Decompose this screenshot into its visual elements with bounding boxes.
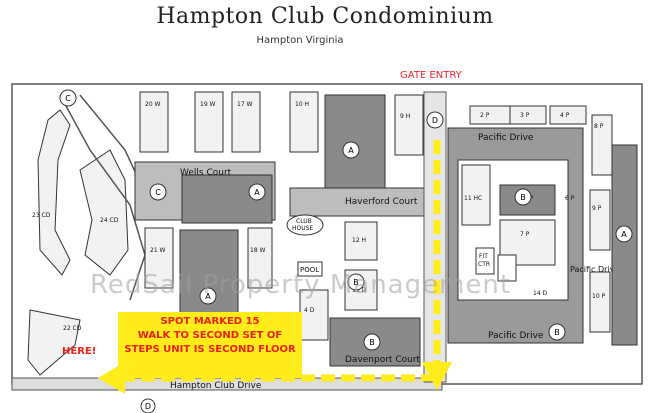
- marker-b-davenport-label: B: [369, 338, 375, 347]
- note-line-3: STEPS UNIT IS SECOND FLOOR: [124, 344, 296, 355]
- marker-a-right-label: A: [621, 230, 627, 239]
- section-markers: C C A A A A B B B B D D: [59, 89, 633, 413]
- wells-court-label: Wells Court: [180, 168, 232, 178]
- label-12h: 12 H: [352, 237, 366, 244]
- marker-b-bottom: [548, 323, 566, 341]
- map-subtitle: Hampton Virginia: [256, 35, 344, 46]
- label-9p: 9 P: [592, 205, 602, 212]
- building-3p: [509, 105, 547, 125]
- label-19w: 19 W: [200, 101, 216, 108]
- label-2p: 2 P: [480, 112, 490, 119]
- building-10p: [589, 271, 611, 333]
- label-21w: 21 W: [150, 247, 166, 254]
- building-9p: [589, 189, 611, 251]
- marker-d-gate: [426, 111, 444, 129]
- marker-b-mid: [347, 273, 365, 291]
- pacific-drive-right-label: Pacific Drive: [570, 265, 619, 274]
- label-17w: 17 W: [237, 101, 253, 108]
- label-23cd: 23 CD: [32, 212, 51, 219]
- marker-c-top: [59, 89, 77, 107]
- building-9h: [394, 94, 424, 156]
- label-3p: 3 P: [520, 112, 530, 119]
- marker-a-wells-label: A: [254, 188, 260, 197]
- davenport-court-label: Davenport Court: [345, 355, 421, 365]
- site-map: Hampton Club Drive Wells Court Haverford…: [11, 83, 643, 413]
- marker-b-pacific-label: B: [520, 193, 526, 202]
- label-9h: 9 H: [400, 113, 410, 120]
- watermark-text: RedSail Property Management: [90, 270, 512, 300]
- pool: [297, 261, 323, 277]
- building-18w: [247, 227, 273, 289]
- club-house: [286, 214, 324, 236]
- label-4p: 4 P: [560, 112, 570, 119]
- marker-b-mid-label: B: [353, 278, 359, 287]
- directions-note: SPOT MARKED 15 WALK TO SECOND SET OF STE…: [118, 312, 302, 378]
- marker-b-bottom-label: B: [554, 328, 560, 337]
- building-4d: [299, 289, 329, 341]
- note-line-1: SPOT MARKED 15: [160, 316, 260, 327]
- pacific-drive-bottom-label: Pacific Drive: [488, 331, 544, 341]
- label-6p: 6 P: [565, 195, 575, 202]
- pacific-drive-top-label: Pacific Drive: [478, 133, 534, 143]
- building-20w: [139, 91, 169, 153]
- label-22cd: 22 CD: [63, 325, 82, 332]
- direction-arrow-head-down: [422, 362, 452, 390]
- marker-a-wells: [248, 183, 266, 201]
- marker-d-bottom-label: D: [145, 402, 151, 411]
- marker-d-bottom: [140, 398, 156, 413]
- here-label: HERE!: [62, 346, 97, 357]
- fit-ctr-label-1: FIT: [479, 253, 488, 260]
- marker-d-gate-label: D: [432, 116, 438, 125]
- label-20w: 20 W: [145, 101, 161, 108]
- note-line-2: WALK TO SECOND SET OF: [137, 330, 283, 341]
- label-18w: 18 W: [250, 247, 266, 254]
- marker-c-top-label: C: [65, 94, 71, 103]
- building-labels: 20 W 19 W 17 W 10 H 9 H 2 P 3 P 4 P 8 P …: [32, 101, 606, 332]
- label-24cd: 24 CD: [100, 217, 119, 224]
- marker-a-mid: [342, 141, 360, 159]
- marker-c-wells-label: C: [155, 188, 161, 197]
- label-4d: 4 D: [304, 307, 315, 314]
- hampton-club-drive-label: Hampton Club Drive: [170, 381, 262, 391]
- building-4p: [549, 105, 587, 125]
- fit-ctr-label-2: CTR: [478, 261, 490, 268]
- club-house-label-1: CLUB: [296, 218, 312, 225]
- road-left: [59, 94, 146, 301]
- building-24cd: [79, 149, 129, 276]
- label-10h: 10 H: [295, 101, 309, 108]
- label-10p: 10 P: [592, 293, 606, 300]
- building-17w: [231, 91, 261, 153]
- building-fit: [475, 247, 495, 275]
- marker-a-mid-label: A: [348, 146, 354, 155]
- marker-a-lower-label: A: [205, 292, 211, 301]
- map-title: Hampton Club Condominium: [156, 4, 494, 29]
- building-12h: [344, 221, 378, 261]
- marker-a-lower: [199, 287, 217, 305]
- label-13d: 13 D: [352, 287, 367, 294]
- building-2p: [469, 105, 511, 125]
- building-right-dark: [611, 144, 638, 346]
- gate-entry-label: GATE ENTRY: [400, 70, 462, 81]
- building-23cd: [37, 109, 71, 276]
- building-22cd: [27, 309, 81, 376]
- club-house-label-2: HOUSE: [292, 225, 313, 232]
- label-11hc: 11 HC: [464, 195, 482, 202]
- marker-c-wells: [149, 183, 167, 201]
- marker-b-davenport: [363, 333, 381, 351]
- marker-b-pacific: [514, 188, 532, 206]
- label-8p: 8 P: [594, 123, 604, 130]
- building-19w: [194, 91, 224, 153]
- building-21w: [144, 227, 174, 289]
- building-10h: [289, 91, 319, 153]
- label-7p: 7 P: [520, 231, 530, 238]
- building-11hc: [461, 164, 491, 226]
- building-pool-east: [497, 254, 517, 282]
- gate-road: [423, 91, 447, 383]
- pool-label: POOL: [300, 266, 319, 274]
- label-14d: 14 D: [533, 290, 548, 297]
- haverford-court-label: Haverford Court: [345, 197, 418, 207]
- marker-a-right: [615, 225, 633, 243]
